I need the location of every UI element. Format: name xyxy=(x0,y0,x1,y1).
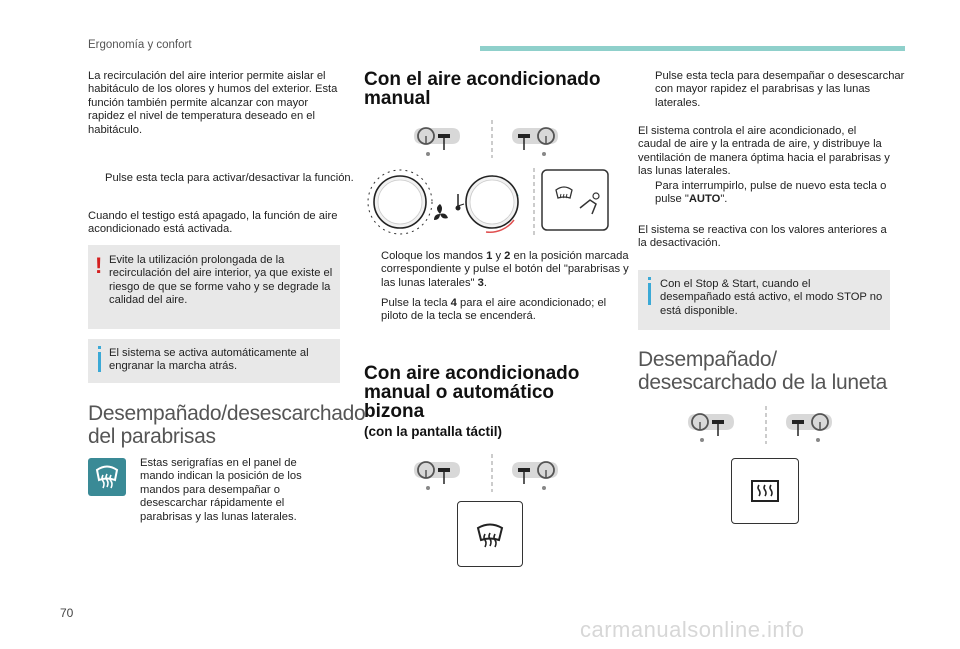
windscreen-description: Estas serigrafías en el panel de mando i… xyxy=(140,457,302,523)
reactivation-paragraph: El sistema se reactiva con los valores a… xyxy=(638,224,887,250)
bullet-press-defrost: Pulse esta tecla para desempañar o deses… xyxy=(655,70,905,109)
steering-wheel-icon xyxy=(414,461,460,490)
rear-defrost-key xyxy=(731,458,799,524)
info-box-stop-start: Con el Stop & Start, cuando el desempaña… xyxy=(638,270,890,330)
seat-airflow-icon xyxy=(579,192,600,215)
system-control-paragraph: El sistema controla el aire acondicionad… xyxy=(638,125,890,178)
steering-wheel-icon xyxy=(512,461,558,490)
front-defrost-icon xyxy=(476,523,504,548)
watermark: carmanualsonline.info xyxy=(580,617,805,642)
airflow-windscreen-diagram xyxy=(414,120,558,158)
air-distribution-knob xyxy=(465,175,519,233)
front-defrost-badge xyxy=(88,458,126,496)
heading-manual-ac: Con el aire acondicionado manual xyxy=(364,69,601,109)
heading-rear-window: Desempañado/ desescarchado de la luneta xyxy=(638,348,888,394)
fan-icon xyxy=(434,204,448,220)
warning-box: ! Evite la utilización prolongada de la … xyxy=(88,245,340,329)
section-header: Ergonomía y confort xyxy=(88,39,192,51)
fan-speed-knob xyxy=(367,169,433,235)
page-number: 70 xyxy=(60,606,74,620)
dual-zone-airflow-diagram xyxy=(414,454,558,492)
defrost-ac-button xyxy=(541,169,609,231)
front-defrost-icon xyxy=(95,465,119,489)
subheading-touchscreen: (con la pantalla táctil) xyxy=(364,424,503,439)
steering-wheel-icon xyxy=(512,127,558,156)
bullet-interrupt: Para interrumpirlo, pulse de nuevo esta … xyxy=(655,180,887,206)
manual-ac-controls-diagram xyxy=(367,168,609,236)
info-icon xyxy=(648,277,651,305)
rear-defrost-icon xyxy=(751,480,779,502)
steering-wheel-icon xyxy=(414,127,460,156)
intro-paragraph: La recirculación del aire interior permi… xyxy=(88,70,338,136)
steering-wheel-icon xyxy=(688,413,734,442)
stop-start-info-text: Con el Stop & Start, cuando el desempaña… xyxy=(660,278,883,317)
section-heading-windscreen: Desempañado/desescarchado del parabrisas xyxy=(88,402,366,448)
ac-state-paragraph: Cuando el testigo está apagado, la funci… xyxy=(88,210,338,236)
info-box: El sistema se activa automáticamente al … xyxy=(88,339,340,383)
info-text: El sistema se activa automáticamente al … xyxy=(109,347,309,373)
temperature-icon xyxy=(455,194,465,211)
bullet-press-key-4: Pulse la tecla 4 para el aire acondicion… xyxy=(381,297,607,323)
rear-defrost-airflow-diagram xyxy=(688,406,832,444)
front-defrost-key xyxy=(457,501,523,567)
heading-dual-zone: Con aire acondicionado manual o automáti… xyxy=(364,363,580,422)
warning-text: Evite la utilización prolongada de la re… xyxy=(109,254,333,307)
bullet-recirculation: Pulse esta tecla para activar/desactivar… xyxy=(105,172,354,184)
bullet-place-controls: Coloque los mandos 1 y 2 en la posición … xyxy=(381,250,629,289)
steering-wheel-icon xyxy=(786,413,832,442)
info-icon xyxy=(98,346,101,372)
header-bar xyxy=(480,46,905,51)
warning-icon: ! xyxy=(95,253,103,278)
